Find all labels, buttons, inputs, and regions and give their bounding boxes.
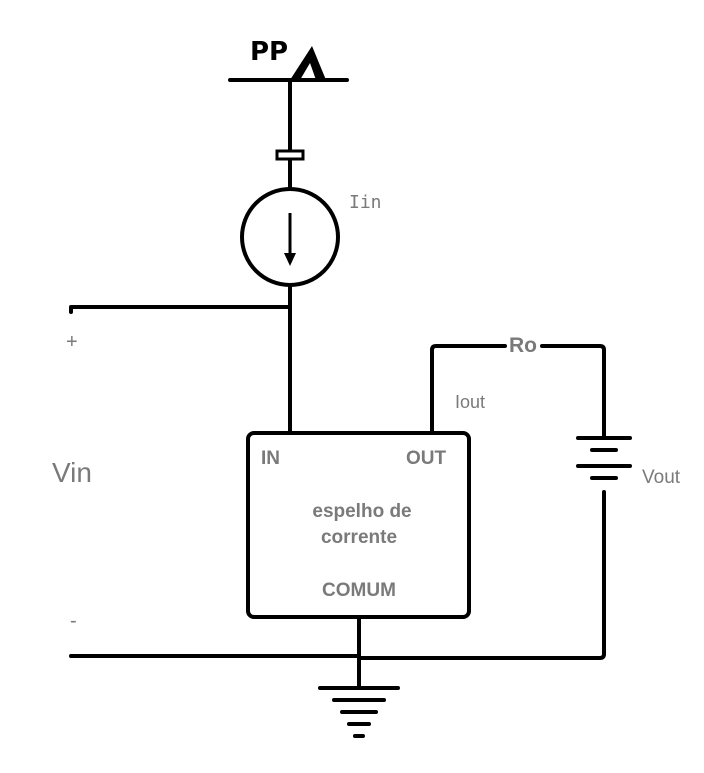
mirror-title-line1: espelho de [312,501,411,522]
mirror-common-label: COMUM [322,580,396,601]
terminal-block-icon [275,149,305,161]
out-wire-left [430,344,507,434]
supply-label: PP [250,37,288,67]
vin-label: Vin [52,457,92,488]
vin-minus-label: - [70,610,77,632]
out-wire-right [540,344,606,440]
vout-label: Vout [642,467,681,488]
mirror-out-label: OUT [406,448,447,469]
iout-label: Iout [455,392,485,412]
current-arrow-head-icon [284,253,296,266]
resistor-label: Ro [509,334,537,357]
supply-triangle-icon [290,46,326,80]
source-label: Iin [349,192,382,213]
vout-return-wire [357,516,606,660]
mirror-in-label: IN [261,448,280,469]
ground-icon [318,686,400,738]
vin-plus-label: + [66,331,78,353]
vin-plus-wire [69,305,292,314]
mirror-title-line2: corrente [321,527,397,548]
